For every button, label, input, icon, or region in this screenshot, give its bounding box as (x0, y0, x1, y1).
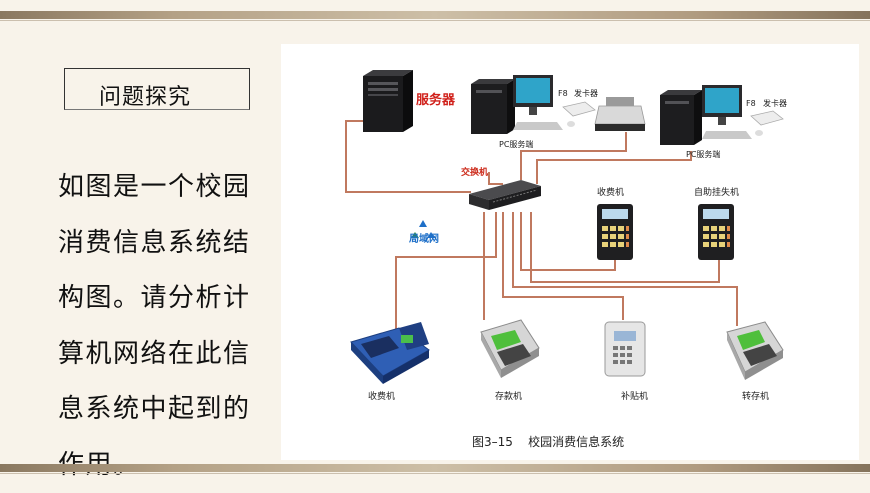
pc-terminal-1-icon (471, 75, 596, 134)
cashier-terminal-top-icon (597, 204, 633, 260)
cashier-bottom-label: 收费机 (368, 390, 395, 402)
cable-self-service (530, 212, 720, 283)
server-icon (363, 70, 413, 132)
lan-recycle-icon (411, 220, 435, 238)
transfer-label: 转存机 (742, 390, 769, 402)
cable-printer (520, 132, 627, 180)
pc-terminal-label-1: PC服务端 (499, 139, 533, 149)
cable-transfer (512, 212, 738, 326)
switch-label: 交换机 (461, 166, 488, 178)
cable-subsidy (502, 212, 624, 320)
cable-pc1 (488, 172, 503, 185)
cashier-top-label: 收费机 (597, 186, 624, 198)
card-issuer-label-1: 发卡器 (574, 88, 598, 98)
self-report-loss-label: 自助挂失机 (694, 186, 739, 198)
network-cables (345, 120, 738, 332)
top-decorative-band (0, 11, 870, 21)
lan-label: 局域网 (408, 232, 439, 245)
f8-label-1: F8 (558, 89, 568, 98)
cashier-machine-icon (350, 322, 430, 384)
diagram-caption: 图3–15 校园消费信息系统 (472, 434, 624, 449)
switch-icon (469, 180, 541, 210)
deposit-label: 存款机 (495, 390, 522, 402)
transfer-machine-icon (726, 321, 784, 380)
subsidy-machine-icon (604, 321, 646, 377)
cable-pc2 (536, 151, 692, 184)
bottom-decorative-band (0, 464, 870, 474)
subsidy-label: 补贴机 (621, 390, 648, 402)
cable-cashier-bottom (395, 212, 497, 332)
deposit-machine-icon (480, 319, 540, 378)
pc-terminal-label-2: PC服务端 (686, 149, 720, 159)
f8-label-2: F8 (746, 99, 756, 108)
self-service-terminal-icon (698, 204, 734, 260)
diagram-panel: 服务器 F8 发卡器 PC服务端 F8 发卡器 PC服务端 交换机 (281, 44, 859, 460)
network-diagram: 服务器 F8 发卡器 PC服务端 F8 发卡器 PC服务端 交换机 (345, 70, 787, 449)
card-issuer-label-2: 发卡器 (763, 98, 787, 108)
server-label: 服务器 (416, 92, 456, 108)
question-paragraph: 如图是一个校园消费信息系统结构图。请分析计算机网络在此信息系统中起到的作用。 (58, 172, 251, 480)
question-title-box: 问题探究 (64, 68, 250, 110)
cable-cashier-top (520, 212, 616, 271)
question-title: 问题探究 (99, 85, 192, 110)
pc-terminal-2-icon (660, 85, 784, 145)
printer-icon (594, 97, 646, 131)
